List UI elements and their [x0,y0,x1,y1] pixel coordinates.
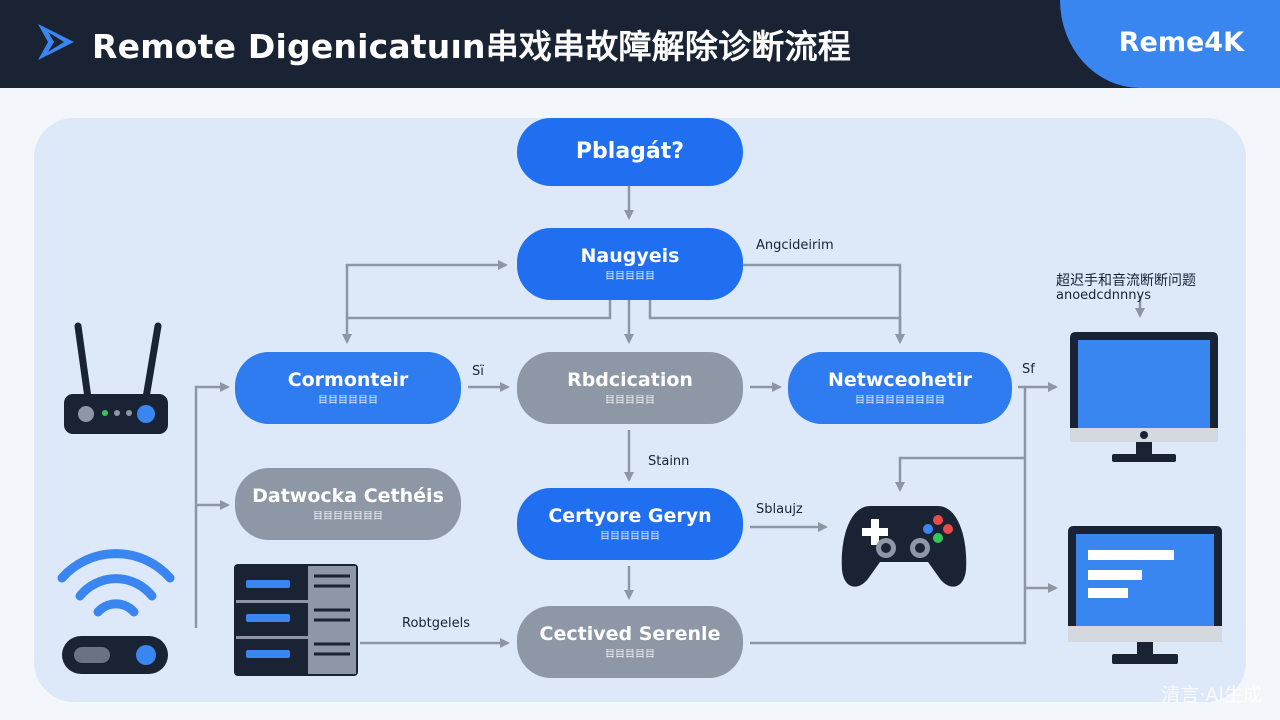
node-datwocka-label: Datwocka Cethéis [252,485,444,507]
edge-loop-naugyeis [345,260,508,318]
node-certyore-sub: 目目目目目目 [600,531,660,542]
node-datwocka: Datwocka Cethéis 目目目目目目目 [235,468,461,540]
play-logo-icon [38,24,74,60]
gamepad-icon [841,506,967,587]
edge-left-bus [194,382,230,628]
node-rbdcication-label: Rbdcication [567,369,693,391]
node-start: Pblagát? [517,118,743,186]
edge-naugyeis-cormonteir [342,300,612,344]
monitor-icon [1070,332,1218,462]
server-rack-icon [234,564,358,676]
node-cectived-label: Cectived Serenle [539,623,721,645]
node-network-sub: 目目目目目目目目目 [855,395,945,406]
brand-label: Reme4K [1118,27,1244,58]
node-network-label: Netwceohetir [827,369,972,391]
node-naugyeis-sub: 目目目目目 [605,271,655,282]
router-icon [64,322,168,434]
wifi-router-icon [57,549,175,674]
header-brand-area [1060,0,1280,88]
edge-label-angoderim: Angcideirim [756,238,834,253]
node-start-label: Pblagát? [575,139,685,164]
node-naugyeis: Naugyeis 目目目目目 [517,228,743,300]
edge-bus-gamepad [895,456,1025,492]
edge-label-stain: Stainn [648,454,690,469]
edge-naugyeis-network-2 [648,300,905,344]
node-cormonteir: Cormonteir 目目目目目目 [235,352,461,424]
edge-label-robtgeleis: Robtgelels [402,616,470,631]
side-note-line2: anoedcdnnnys [1056,288,1151,303]
edge-label-si: Sı̈ [472,364,484,379]
node-naugyeis-label: Naugyeis [580,245,680,267]
node-certyore: Certyore Geryn 目目目目目目 [517,488,743,560]
monitor-list-icon [1068,526,1222,664]
node-cormonteir-label: Cormonteir [287,369,409,391]
node-rbdcication: Rbdcication 目目目目目 [517,352,743,424]
edge-label-sblaujz: Sblaujz [756,502,803,517]
node-datwocka-sub: 目目目目目目目 [313,511,383,522]
node-cectived: Cectived Serenle 目目目目目 [517,606,743,678]
node-network: Netwceohetir 目目目目目目目目目 [788,352,1012,424]
node-cormonteir-sub: 目目目目目目 [318,395,378,406]
edge-naugyeis-network [743,263,905,344]
node-cectived-sub: 目目目目目 [605,649,655,660]
side-note-line1: 超迟手和音流断断问题 [1056,273,1196,289]
watermark: 清言·AI生成 [1161,684,1262,706]
edge-label-sf: Sf [1022,362,1035,377]
page-title: Remote Digenicatuın串戏串故障解除诊断流程 [92,27,851,66]
edge-right-bus [750,387,1027,645]
node-rbdcication-sub: 目目目目目 [605,395,655,406]
node-certyore-label: Certyore Geryn [548,505,712,527]
